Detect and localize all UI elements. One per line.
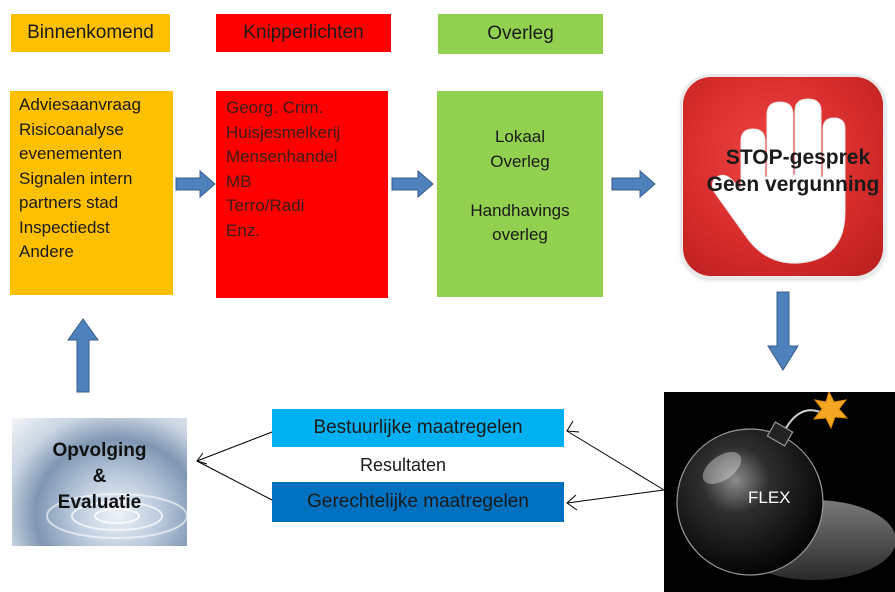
- arrow-head-icon: [196, 452, 208, 465]
- stop-line1: STOP-gesprek: [725, 146, 871, 169]
- consultation-item: Overleg: [490, 151, 550, 171]
- incoming-item: Signalen intern: [19, 168, 133, 188]
- warning-item: Terro/Radi: [226, 196, 305, 215]
- header-consultation: Overleg: [438, 14, 603, 54]
- consultation-box: Lokaal Overleg Handhavings overleg: [437, 91, 603, 297]
- incoming-item: evenementen: [19, 144, 123, 163]
- follow-up-label: Opvolging & Evaluatie: [12, 438, 187, 516]
- stop-hand-icon: [711, 98, 846, 264]
- judicial-measures-box: Gerechtelijke maatregelen: [272, 482, 564, 522]
- flex-bomb-panel: FLEX: [664, 392, 895, 592]
- connector-line: [196, 460, 273, 501]
- results-label: Resultaten: [360, 455, 447, 475]
- follow-up-box: Opvolging & Evaluatie: [12, 418, 187, 546]
- consultation-item: Lokaal: [494, 127, 546, 146]
- incoming-item: Andere: [19, 242, 74, 261]
- incoming-item: Inspectiedst: [19, 217, 110, 237]
- consultation-item: Handhavings: [470, 200, 570, 220]
- warning-item: Mensenhandel: [226, 147, 338, 166]
- judicial-measures-label: Gerechtelijke maatregelen: [307, 491, 529, 512]
- warning-lights-box: Georg. Crim. Huisjesmelkerij Mensenhande…: [216, 91, 388, 298]
- follow-up-line2: &: [92, 466, 107, 487]
- warning-item: Huisjesmelkerij: [226, 122, 341, 142]
- incoming-item: Adviesaanvraag: [19, 95, 141, 114]
- arrow-up-icon: [67, 318, 99, 393]
- header-warning-lights: Knipperlichten: [216, 14, 391, 52]
- consultation-item: [437, 174, 603, 199]
- follow-up-line1: Opvolging: [52, 440, 147, 461]
- header-incoming: Binnenkomend: [11, 14, 170, 52]
- stop-label: STOP-gesprek Geen vergunning: [683, 144, 895, 198]
- incoming-box: Adviesaanvraag Risicoanalyse evenementen…: [10, 91, 173, 295]
- administrative-measures-box: Bestuurlijke maatregelen: [272, 409, 564, 447]
- arrow-head-icon: [566, 494, 578, 511]
- header-warning-lights-label: Knipperlichten: [243, 22, 364, 43]
- stop-sign: STOP-gesprek Geen vergunning: [683, 77, 883, 276]
- arrow-right-icon: [175, 169, 216, 199]
- arrow-right-icon: [391, 169, 434, 199]
- administrative-measures-label: Bestuurlijke maatregelen: [313, 417, 523, 438]
- flex-label: FLEX: [748, 488, 791, 507]
- follow-up-line3: Evaluatie: [57, 492, 142, 513]
- water-ripple-icon: [46, 493, 187, 539]
- connector-line: [196, 431, 273, 462]
- warning-item: Enz.: [226, 220, 261, 240]
- arrow-right-icon: [611, 169, 656, 199]
- connector-line: [566, 489, 665, 504]
- warning-item: Georg. Crim.: [226, 98, 324, 117]
- arrow-head-icon: [566, 420, 580, 433]
- consultation-item: overleg: [492, 225, 548, 244]
- incoming-item: Risicoanalyse: [19, 119, 124, 139]
- stop-line2: Geen vergunning: [706, 173, 880, 196]
- arrow-down-icon: [767, 291, 799, 371]
- bomb-icon: [676, 392, 895, 580]
- warning-item: MB: [226, 171, 252, 191]
- incoming-item: partners stad: [19, 193, 119, 212]
- header-incoming-label: Binnenkomend: [27, 22, 154, 43]
- connector-line: [566, 430, 665, 491]
- header-consultation-label: Overleg: [487, 23, 554, 44]
